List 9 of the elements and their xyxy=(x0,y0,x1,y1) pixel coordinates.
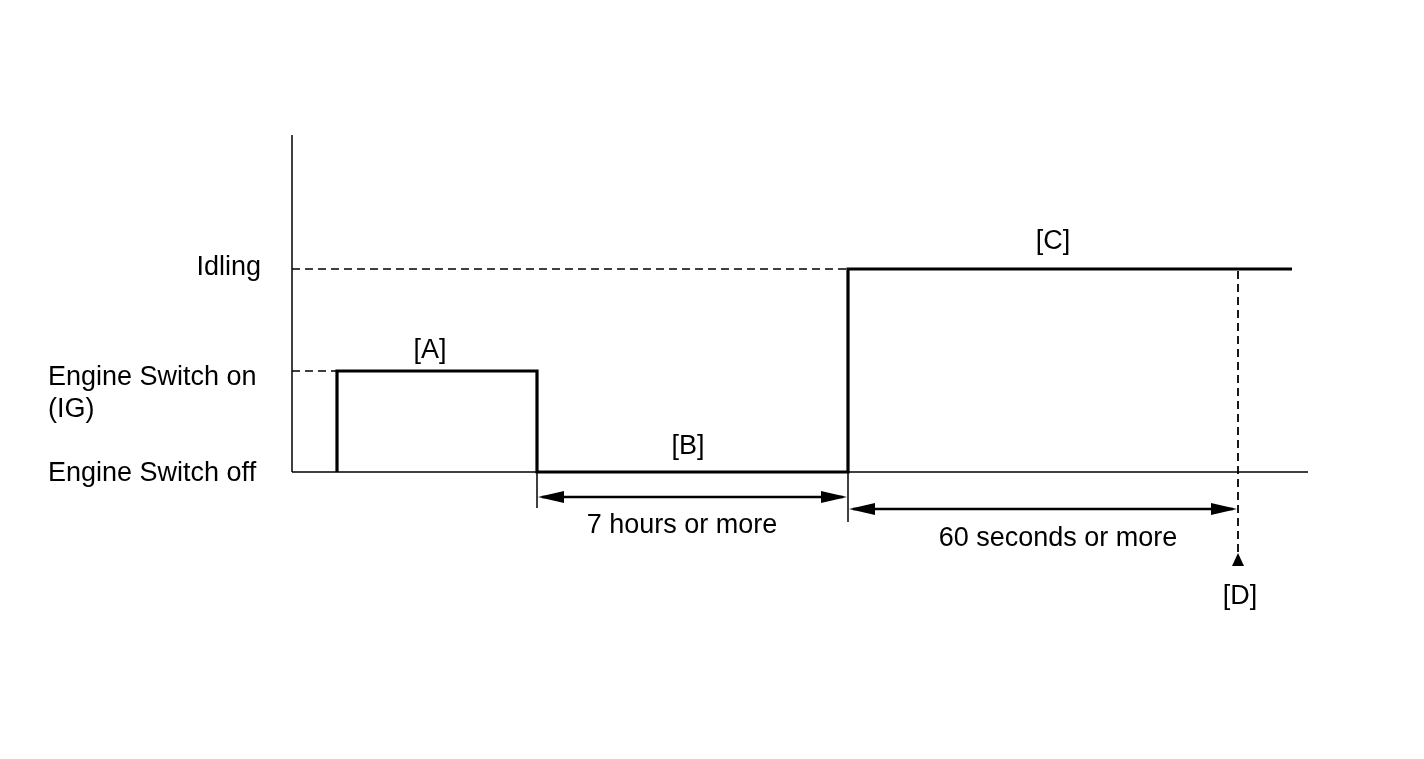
duration-label: 60 seconds or more xyxy=(938,521,1178,553)
phase-label: [A] xyxy=(413,333,447,365)
marker-label: [D] xyxy=(1222,579,1258,611)
level-label: Engine Switch on (IG) xyxy=(48,360,258,424)
phase-label: [C] xyxy=(1035,224,1071,256)
level-label: Idling xyxy=(196,250,261,282)
phase-label: [B] xyxy=(671,429,705,461)
level-label: Engine Switch off xyxy=(48,456,257,488)
duration-label: 7 hours or more xyxy=(586,508,778,540)
